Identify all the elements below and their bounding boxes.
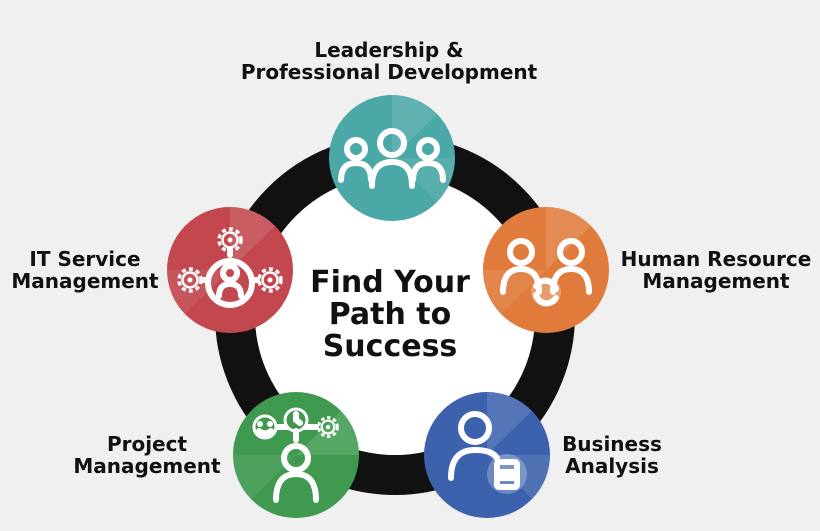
node-leadership <box>329 95 455 221</box>
node-itsm <box>167 207 293 333</box>
label-ba: Business Analysis <box>560 433 664 477</box>
node-hr <box>483 207 609 333</box>
label-pm-line-1: Project <box>106 432 188 456</box>
label-pm: Project Management <box>70 433 224 477</box>
label-hr-line-2: Management <box>642 269 790 293</box>
people-cycle-icon <box>500 238 592 307</box>
node-pm <box>233 392 359 518</box>
label-hr: Human Resource Management <box>618 248 814 292</box>
node-itsm-circle <box>167 207 293 333</box>
label-itsm-line-1: IT Service <box>29 247 141 271</box>
node-ba <box>424 392 550 518</box>
center-disc <box>255 175 535 455</box>
person-timeline-icon <box>252 407 339 503</box>
label-leadership: Leadership & Professional Development <box>240 39 538 83</box>
label-ba-line-2: Analysis <box>565 454 659 478</box>
label-ba-line-1: Business <box>562 432 662 456</box>
center-title-line-2: Path to <box>328 297 452 332</box>
label-hr-line-1: Human Resource <box>620 247 812 271</box>
label-itsm: IT Service Management <box>8 248 162 292</box>
center-title-line-1: Find Your <box>310 265 470 300</box>
label-leadership-line-2: Professional Development <box>240 60 538 84</box>
person-gears-icon <box>177 227 283 308</box>
people-group-icon <box>338 128 446 189</box>
center-title: Find Your Path to Success <box>290 267 490 363</box>
node-hr-circle <box>483 207 609 333</box>
label-itsm-line-2: Management <box>11 269 159 293</box>
label-leadership-line-1: Leadership & <box>314 38 464 62</box>
label-pm-line-2: Management <box>73 454 221 478</box>
center-title-line-3: Success <box>322 329 458 364</box>
person-report-icon <box>448 411 527 494</box>
